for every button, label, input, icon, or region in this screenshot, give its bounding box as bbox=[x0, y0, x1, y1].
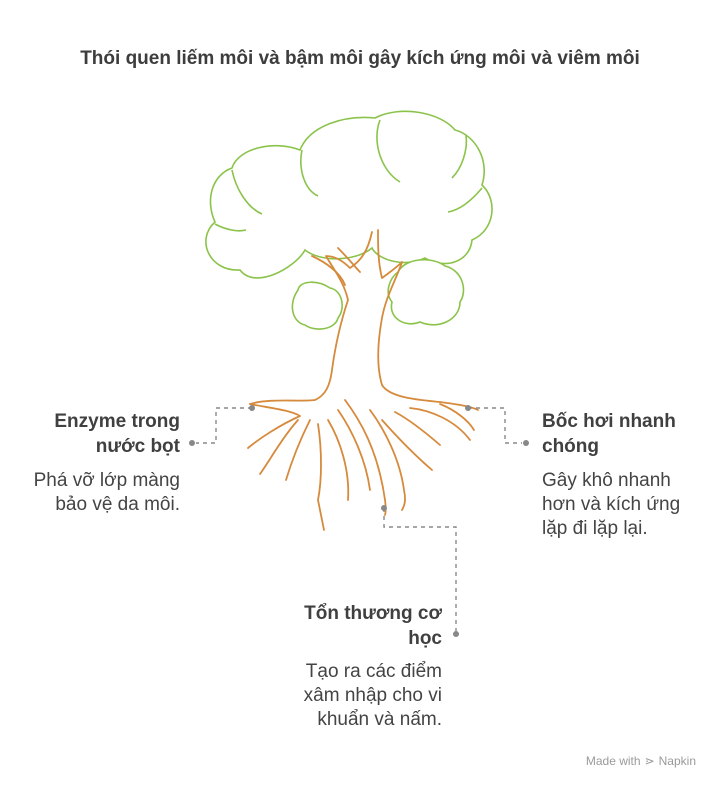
connector-bottom bbox=[383, 508, 457, 632]
item-desc-evaporation: Gây khô nhanh hơn và kích ứng lặp đi lặp… bbox=[542, 470, 681, 539]
connector-left bbox=[196, 407, 252, 444]
napkin-watermark: Made with ⋗ Napkin bbox=[586, 754, 696, 768]
item-label-mechanical: Tổn thương cơ học bbox=[304, 603, 442, 649]
connector-right bbox=[468, 407, 522, 444]
connector-dots bbox=[189, 405, 529, 637]
brand-text: Napkin bbox=[658, 754, 696, 768]
item-desc-mechanical: Tạo ra các điểm xâm nhập cho vi khuẩn và… bbox=[303, 661, 442, 730]
tree-trunk bbox=[247, 229, 479, 531]
item-label-enzyme: Enzyme trong nước bọt bbox=[54, 411, 180, 457]
diagram-title: Thói quen liếm môi và bậm môi gây kích ứ… bbox=[80, 48, 640, 69]
connectors bbox=[196, 407, 522, 632]
made-with-text: Made with bbox=[585, 754, 641, 768]
tree-canopy bbox=[205, 110, 493, 330]
napkin-logo-icon: ⋗ bbox=[644, 754, 655, 768]
item-desc-enzyme: Phá vỡ lớp màng bảo vệ da môi. bbox=[33, 470, 180, 515]
item-label-evaporation: Bốc hơi nhanh chóng bbox=[542, 411, 676, 457]
